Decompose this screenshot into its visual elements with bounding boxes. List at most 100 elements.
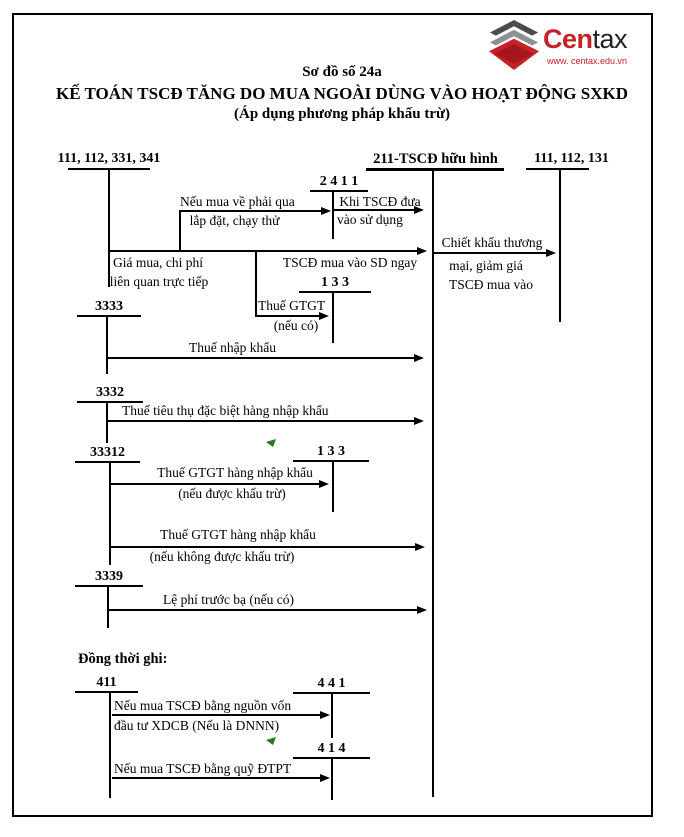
- scheme-number: Sơ đồ số 24a: [302, 64, 382, 80]
- arrow-discount-line: [433, 252, 547, 254]
- underline-411: [75, 691, 138, 693]
- arrow-vat-import1-head: [319, 480, 329, 488]
- underline-133b: [293, 460, 369, 462]
- account-label-111-112-331-341: 111, 112, 331, 341: [57, 151, 161, 166]
- tline-3339: [107, 587, 109, 628]
- underline-414: [293, 757, 370, 759]
- centax-logo: Centax www. centax.edu.vn: [487, 20, 645, 70]
- account-label-3339: 3339: [95, 569, 123, 584]
- logo-url: www. centax.edu.vn: [547, 56, 628, 66]
- logo-wordmark-tax: tax: [592, 24, 628, 54]
- label-inuse-line2: vào sử dụng: [337, 212, 403, 227]
- page-title: KẾ TOÁN TSCĐ TĂNG DO MUA NGOÀI DÙNG VÀO …: [56, 84, 628, 103]
- label-import-tax: Thuế nhập khẩu: [189, 340, 276, 355]
- underline-left-account: [68, 168, 150, 170]
- arrow-fund441-head: [320, 711, 330, 719]
- arrow-vat-import2-head: [415, 543, 425, 551]
- label-vat-import1-line2: (nếu được khấu trừ): [178, 486, 286, 501]
- underline-right-account: [526, 168, 589, 170]
- label-vat-line1: Thuế GTGT: [258, 298, 326, 313]
- arrow-purchase-head: [417, 247, 427, 255]
- label-price-line1: Giá mua, chi phí: [113, 255, 203, 270]
- arrow-vat-head: [319, 312, 329, 320]
- underline-2411: [310, 190, 368, 192]
- label-vat-import2-line2: (nếu không được khấu trừ): [149, 549, 295, 564]
- account-label-111-112-131: 111, 112, 131: [534, 151, 609, 166]
- arrow-inuse-line: [334, 209, 415, 211]
- tline-33312: [109, 463, 111, 565]
- label-price-line2: liên quan trực tiếp: [109, 274, 209, 289]
- arrow-special-tax-head: [414, 417, 424, 425]
- arrow-install-head: [321, 207, 331, 215]
- label-registration-fee: Lệ phí trước bạ (nếu có): [163, 592, 295, 607]
- tline-3333: [106, 317, 108, 374]
- label-vat-import2-line1: Thuế GTGT hàng nhập khẩu: [160, 527, 316, 542]
- underline-3333: [77, 315, 141, 317]
- tline-411: [109, 693, 111, 798]
- underline-3339: [75, 585, 143, 587]
- tline-2411: [332, 192, 334, 239]
- label-install-line1: Nếu mua về phải qua: [180, 194, 295, 209]
- tline-441: [331, 694, 333, 738]
- label-direct-use: TSCĐ mua vào SD ngay: [282, 255, 418, 270]
- account-label-411: 411: [96, 675, 117, 690]
- connector-vat: [255, 251, 257, 316]
- arrow-import-tax-line: [108, 357, 415, 359]
- arrow-vat-import1-line: [109, 483, 320, 485]
- account-label-414: 4 1 4: [317, 741, 346, 756]
- label-vat-line2: (nếu có): [273, 318, 319, 333]
- tline-414: [331, 759, 333, 800]
- account-label-33312: 33312: [90, 445, 125, 460]
- label-fund441-line2: đầu tư XDCB (Nếu là DNNN): [114, 718, 280, 733]
- arrow-vat-line: [255, 315, 320, 317]
- account-label-211-tscd: 211-TSCĐ hữu hình: [373, 151, 498, 167]
- arrow-special-tax-line: [108, 420, 415, 422]
- centax-diamond-icon: [489, 20, 539, 70]
- account-label-2411: 2 4 1 1: [319, 174, 359, 189]
- arrow-fund441-line: [112, 714, 321, 716]
- tline-3332: [106, 403, 108, 443]
- underline-133a: [299, 291, 371, 293]
- diagram-border: [12, 13, 653, 817]
- logo-wordmark: Centax: [543, 24, 628, 54]
- label-fund441-line1: Nếu mua TSCĐ bằng nguồn vốn: [114, 698, 292, 713]
- account-label-441: 4 4 1: [317, 676, 346, 691]
- account-label-3332: 3332: [96, 385, 124, 400]
- underline-441: [293, 692, 370, 694]
- arrow-import-tax-head: [414, 354, 424, 362]
- arrow-fund414-line: [112, 777, 321, 779]
- label-fund414: Nếu mua TSCĐ bằng quỹ ĐTPT: [114, 761, 292, 776]
- account-label-133b: 1 3 3: [317, 444, 345, 459]
- account-label-3333: 3333: [95, 299, 123, 314]
- connector-install: [179, 212, 181, 251]
- cursor-mark-2: [266, 737, 276, 745]
- label-special-tax: Thuế tiêu thụ đặc biệt hàng nhập khẩu: [122, 403, 329, 418]
- label-simultaneous: Đồng thời ghi:: [78, 651, 168, 667]
- tline-133a: [332, 293, 334, 343]
- label-discount-line1: Chiết khấu thương: [441, 235, 543, 250]
- arrow-vat-import2-line: [109, 546, 416, 548]
- arrow-fund414-head: [320, 774, 330, 782]
- underline-3332: [77, 401, 143, 403]
- page-subtitle: (Áp dụng phương pháp khấu trừ): [234, 106, 450, 122]
- arrow-registration-fee-line: [109, 609, 418, 611]
- label-install-line2: lắp đặt, chạy thử: [189, 213, 280, 228]
- label-discount-line2: mại, giảm giá: [449, 258, 523, 273]
- underline-center-account: [366, 168, 504, 171]
- label-vat-import1-line1: Thuế GTGT hàng nhập khẩu: [157, 465, 313, 480]
- cursor-mark-1: [266, 439, 276, 447]
- tline-left-account: [108, 170, 110, 287]
- label-discount-line3: TSCĐ mua vào: [449, 277, 533, 292]
- arrow-registration-fee-head: [417, 606, 427, 614]
- logo-wordmark-cen: Cen: [543, 24, 593, 54]
- account-label-133a: 1 3 3: [321, 275, 349, 290]
- arrow-inuse-head: [414, 206, 424, 214]
- arrow-install-line: [179, 210, 322, 212]
- tline-133b: [332, 462, 334, 512]
- underline-33312: [75, 461, 140, 463]
- label-inuse-line1: Khi TSCĐ đưa: [339, 194, 421, 209]
- arrow-discount-head: [546, 249, 556, 257]
- tline-right-account: [559, 170, 561, 322]
- tline-center-account: [432, 170, 434, 797]
